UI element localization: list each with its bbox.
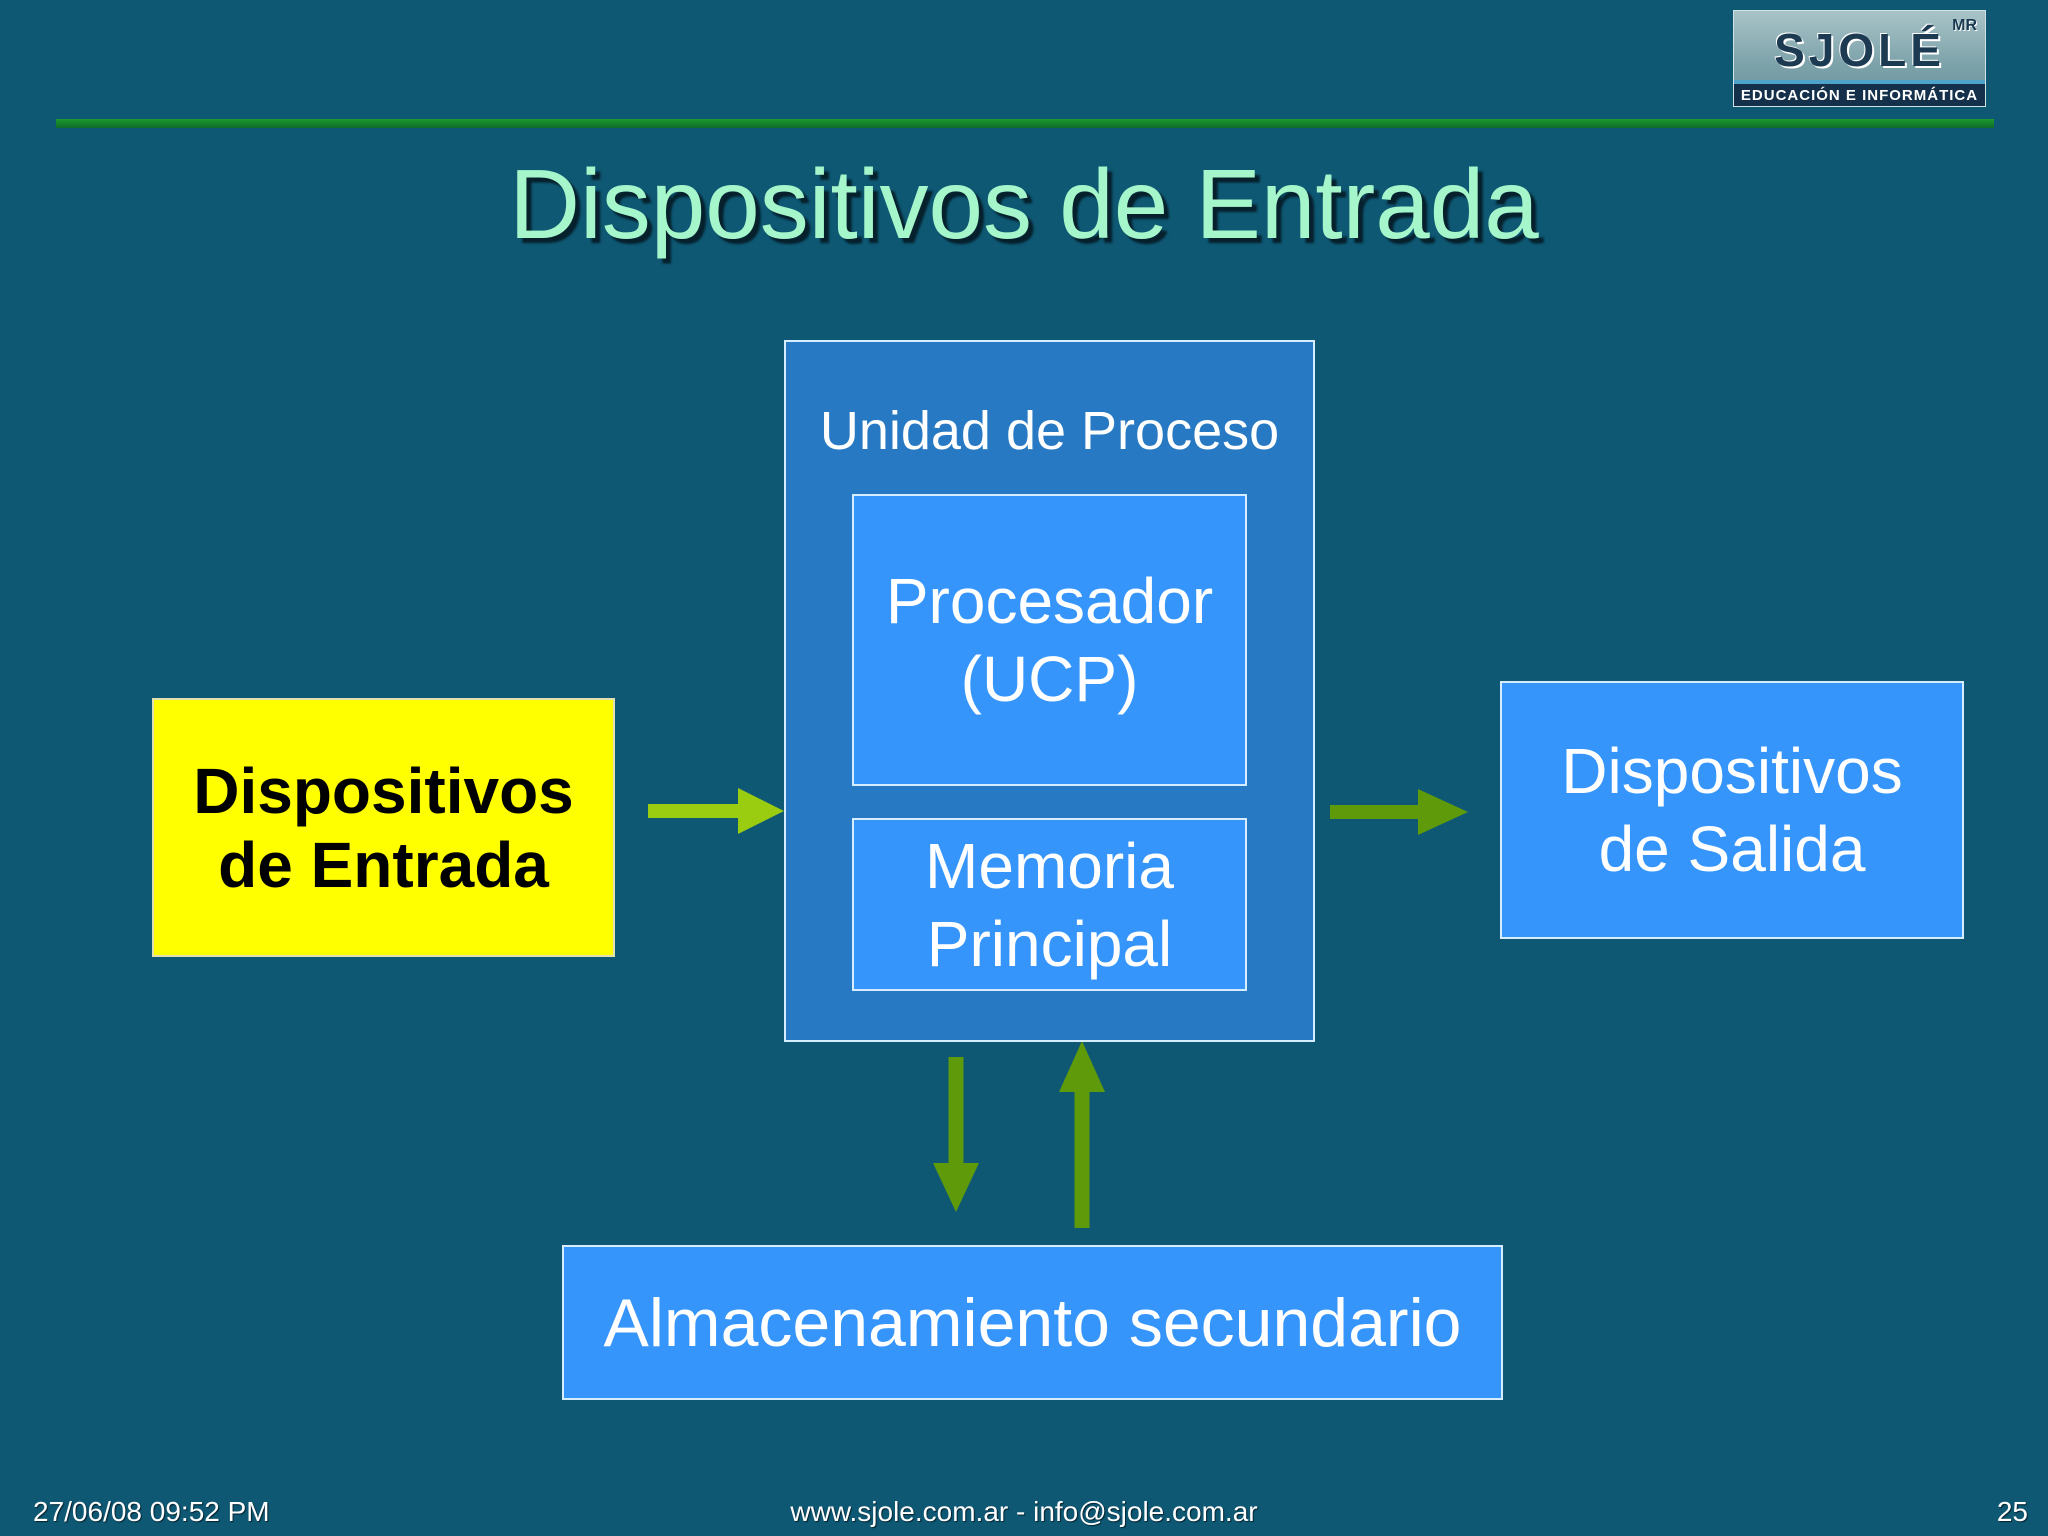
header-divider [56, 119, 1994, 128]
output-devices-line1: Dispositivos [1561, 735, 1903, 807]
cpu-box: Procesador (UCP) [852, 494, 1247, 786]
secondary-storage-box: Almacenamiento secundario [562, 1245, 1503, 1400]
footer-contact: www.sjole.com.ar - info@sjole.com.ar [790, 1496, 1258, 1527]
arrow-unit-to-output [1330, 789, 1468, 835]
memory-line1: Memoria [925, 829, 1174, 902]
arrow-input-to-unit [648, 788, 784, 834]
logo-tagline: EDUCACIÓN E INFORMÁTICA [1734, 80, 1985, 106]
arrow-unit-to-storage [933, 1057, 979, 1212]
logo-wordmark: SJOLÉ [1774, 24, 1945, 76]
page-number: 25 [1996, 1496, 2028, 1527]
processing-unit-label: Unidad de Proceso [819, 401, 1280, 461]
output-devices-line2: de Salida [1598, 813, 1866, 885]
logo-trademark: MR [1952, 17, 1977, 34]
input-devices-line2: de Entrada [218, 828, 549, 901]
memory-line2: Principal [926, 907, 1173, 980]
secondary-storage-label: Almacenamiento secundario [603, 1284, 1462, 1361]
arrow-storage-to-unit [1059, 1041, 1105, 1228]
logo: SJOLÉ MR EDUCACIÓN E INFORMÁTICA [1733, 10, 1986, 107]
input-devices-line1: Dispositivos [193, 754, 574, 827]
output-devices-box: Dispositivos de Salida [1500, 681, 1964, 939]
main-memory-box: Memoria Principal [852, 818, 1247, 991]
slide-title: Dispositivos de Entrada [509, 149, 1539, 259]
cpu-line2: (UCP) [960, 643, 1139, 715]
input-devices-box: Dispositivos de Entrada [152, 698, 615, 957]
cpu-line1: Procesador [885, 565, 1214, 637]
footer-datetime: 27/06/08 09:52 PM [33, 1496, 270, 1527]
